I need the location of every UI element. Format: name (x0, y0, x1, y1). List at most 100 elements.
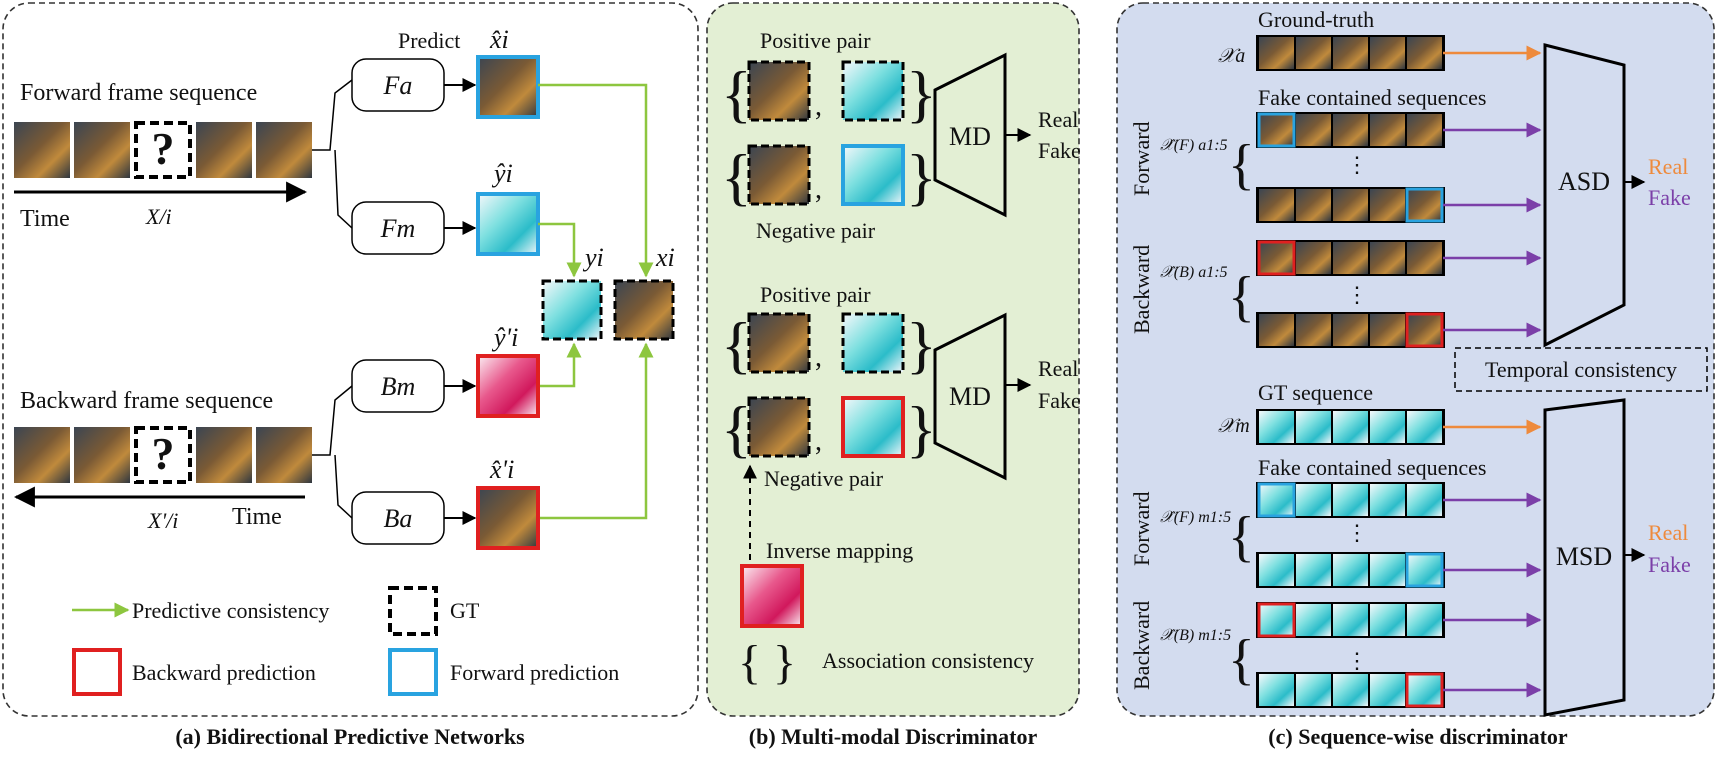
xm-label: 𝒳m (1218, 415, 1250, 437)
brace: { (1228, 266, 1255, 328)
green-arrow (538, 83, 654, 278)
forward-vertical-label-m: Forward (1129, 491, 1154, 566)
sequence-frame (1296, 314, 1331, 346)
sequence-frame (1370, 242, 1405, 274)
sequence-frame (1296, 554, 1331, 586)
input-label: X/i (145, 204, 172, 229)
brace: { (721, 309, 752, 380)
association-label: Association consistency (822, 648, 1034, 673)
frame (256, 427, 312, 483)
x-hat-label: x̂i (489, 25, 509, 54)
sequence-frame (1370, 37, 1405, 69)
gt-sequence-m (1256, 409, 1445, 445)
vdots: ⋮ (1346, 282, 1368, 307)
highlighted-frame (1257, 482, 1296, 518)
legend-forward-label: Forward prediction (450, 660, 619, 685)
md-label-top: MD (949, 122, 991, 151)
backward-frame-strip: ? (14, 426, 312, 484)
caption-a: (a) Bidirectional Predictive Networks (175, 724, 525, 749)
brace: { (1228, 134, 1255, 196)
positive-pair-label: Positive pair (760, 28, 871, 53)
sequence-frame (1370, 189, 1405, 221)
fake-seq-m-f1 (1256, 482, 1445, 518)
comma: , (815, 174, 822, 205)
node-bm-label: Bm (381, 372, 416, 401)
gt-sequence-label: GT sequence (1258, 380, 1373, 405)
temporal-consistency-box (1454, 347, 1708, 392)
forward-sequence-label: Forward frame sequence (20, 80, 257, 106)
frame (256, 122, 312, 178)
asd-label: ASD (1558, 167, 1610, 196)
sequence-frame (1407, 484, 1442, 516)
legend-gt-label: GT (450, 598, 480, 623)
msd-real: Real (1648, 520, 1688, 545)
frame (196, 427, 252, 483)
pair-frame (747, 312, 811, 374)
msd-block (1543, 398, 1626, 717)
x-label: xi (655, 243, 675, 272)
real-label-top: Real (1038, 107, 1078, 132)
backward-vertical-label-m: Backward (1129, 601, 1154, 690)
sequence-frame (1333, 314, 1368, 346)
gt-flow-frame (541, 279, 603, 341)
caption-c: (c) Sequence-wise discriminator (1268, 724, 1568, 749)
brace: } (906, 141, 937, 212)
md-block-top (933, 52, 1007, 218)
y-hat-prime-label: ŷ'i (491, 323, 518, 352)
real-label-bottom: Real (1038, 356, 1078, 381)
missing-frame (134, 121, 192, 179)
sequence-frame (1259, 189, 1294, 221)
sequence-frame (1370, 554, 1405, 586)
fake-seq-a-b1 (1256, 240, 1445, 276)
brace: { (721, 393, 752, 464)
sequence-frame (1333, 554, 1368, 586)
pair-flow-fwd (841, 144, 905, 206)
forward-frame-strip: ? (14, 121, 312, 179)
fake-seq-a-b5 (1256, 312, 1445, 348)
pair-flow-bwd (841, 396, 905, 458)
msd-label: MSD (1556, 542, 1612, 571)
legend-braces: { } (738, 636, 796, 689)
sequence-frame (1296, 189, 1331, 221)
time-label-backward: Time (232, 504, 282, 530)
pair-flow (841, 312, 905, 374)
sequence-frame (1333, 242, 1368, 274)
missing-frame (134, 426, 192, 484)
highlighted-frame (1257, 240, 1296, 276)
backward-vertical-label-a: Backward (1129, 245, 1154, 334)
sequence-frame (1370, 411, 1405, 443)
fake-label-top: Fake (1038, 138, 1081, 163)
xm-b-label: 𝒳̂(B) m1:5 (1160, 627, 1231, 644)
xa-b-label: 𝒳̂(B) a1:5 (1160, 264, 1228, 281)
highlighted-frame (1257, 112, 1296, 148)
time-label: Time (20, 206, 70, 232)
brace: { (721, 58, 752, 129)
highlighted-frame (1405, 312, 1444, 348)
sequence-frame (1296, 242, 1331, 274)
fake-seq-m-b5 (1256, 672, 1445, 708)
sequence-frame (1259, 314, 1294, 346)
sequence-frame (1333, 484, 1368, 516)
sequence-frame (1370, 114, 1405, 146)
frame (14, 427, 70, 483)
pair-frame (747, 396, 811, 458)
node-ba-label: Ba (384, 504, 413, 533)
sequence-frame (1407, 37, 1442, 69)
sequence-frame (1370, 604, 1405, 636)
legend-backward-box (72, 648, 122, 696)
comma: , (815, 342, 822, 373)
frame (74, 427, 130, 483)
pair-frame (747, 60, 811, 122)
gt-sequence-a (1256, 35, 1445, 71)
sequence-frame (1407, 114, 1442, 146)
sequence-frame (1296, 37, 1331, 69)
highlighted-frame (1405, 552, 1444, 588)
fake-seq-m-f5 (1256, 552, 1445, 588)
frame (196, 122, 252, 178)
msd-fake: Fake (1648, 552, 1691, 577)
legend-predictive-label: Predictive consistency (132, 598, 329, 623)
frame (14, 122, 70, 178)
brace: } (906, 58, 937, 129)
forward-flow-frame (476, 192, 540, 256)
input-label-backward: X'/i (147, 508, 178, 533)
